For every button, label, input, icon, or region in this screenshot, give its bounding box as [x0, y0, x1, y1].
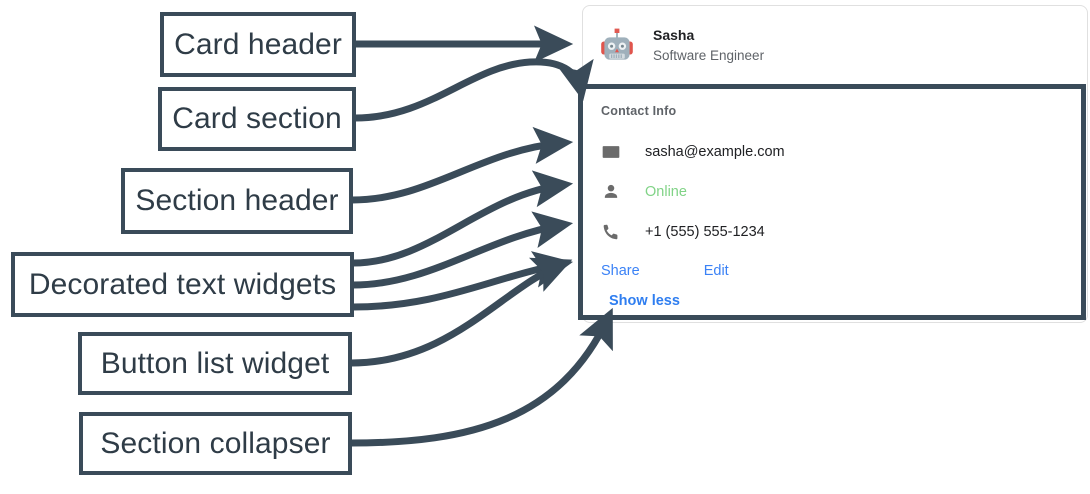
- callout-label: Card section: [172, 102, 342, 135]
- card-section: Contact Info sasha@example.com Online: [578, 84, 1086, 320]
- person-icon: [604, 184, 618, 198]
- robot-avatar-icon: [601, 28, 633, 60]
- button-list-widget: Share Edit: [593, 260, 1081, 282]
- arrow-decorated-3: [352, 251, 573, 311]
- edit-button[interactable]: Edit: [696, 260, 737, 282]
- section-collapser-button[interactable]: Show less: [609, 293, 680, 309]
- callout-label: Button list widget: [100, 346, 330, 380]
- arrow-section-header: [351, 126, 574, 204]
- email-icon: [602, 146, 620, 158]
- arrow-decorated-2: [352, 211, 574, 289]
- callout-card-header: Card header: [160, 12, 356, 77]
- callout-decorated-text-widgets: Decorated text widgets: [11, 252, 354, 317]
- decorated-text-widget-phone: +1 (555) 555-1234: [601, 212, 1081, 252]
- arrow-button-list: [350, 257, 573, 367]
- share-button[interactable]: Share: [593, 260, 648, 282]
- email-value: sasha@example.com: [645, 144, 785, 160]
- callout-label: Section header: [135, 184, 339, 217]
- arrow-decorated-1: [352, 170, 574, 267]
- card-header-identity: Sasha Software Engineer: [653, 26, 764, 66]
- arrow-card-section: [354, 58, 594, 122]
- card-header-subtitle: Software Engineer: [653, 47, 765, 63]
- card-section-content: Contact Info sasha@example.com Online: [583, 89, 1081, 315]
- decorated-text-widget-status: Online: [601, 172, 1081, 212]
- phone-value: +1 (555) 555-1234: [645, 224, 765, 240]
- section-header: Contact Info: [601, 104, 677, 118]
- callout-label: Card header: [174, 27, 342, 61]
- card-header: Sasha Software Engineer: [583, 6, 1087, 85]
- callout-button-list-widget: Button list widget: [78, 332, 352, 395]
- status-value: Online: [645, 184, 687, 200]
- decorated-text-widget-email: sasha@example.com: [601, 132, 1081, 172]
- arrow-section-collapser: [350, 307, 613, 447]
- card-header-name: Sasha: [653, 26, 695, 43]
- callout-section-collapser: Section collapser: [79, 412, 352, 475]
- callout-label: Section collapser: [100, 426, 331, 460]
- callout-section-header: Section header: [121, 168, 353, 234]
- callout-label: Decorated text widgets: [28, 267, 337, 301]
- phone-icon: [603, 224, 618, 240]
- callout-card-section: Card section: [158, 87, 356, 151]
